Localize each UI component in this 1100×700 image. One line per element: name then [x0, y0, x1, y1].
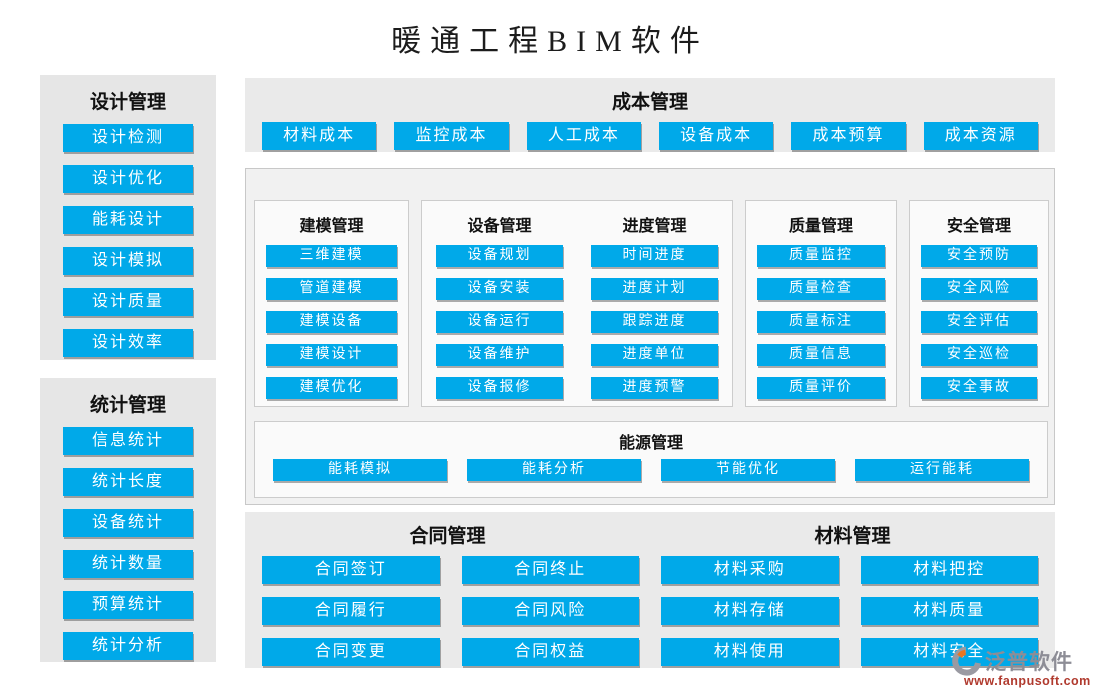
stats-button[interactable]: 统计数量 [63, 550, 193, 578]
equipment-progress-box: 设备管理 设备规划 设备安装 设备运行 设备维护 设备报修 进度管理 时间进度 … [421, 200, 733, 407]
stats-button[interactable]: 统计长度 [63, 468, 193, 496]
energy-button[interactable]: 能耗分析 [467, 459, 641, 481]
stats-button[interactable]: 统计分析 [63, 632, 193, 660]
modeling-button[interactable]: 建模优化 [266, 377, 397, 399]
cost-management-panel: 成本管理 材料成本 监控成本 人工成本 设备成本 成本预算 成本资源 [245, 78, 1055, 152]
energy-button[interactable]: 能耗模拟 [273, 459, 447, 481]
quality-button[interactable]: 质量监控 [757, 245, 885, 267]
quality-title: 质量管理 [788, 218, 853, 235]
progress-title: 进度管理 [622, 218, 687, 235]
energy-management-box: 能源管理 能耗模拟 能耗分析 节能优化 运行能耗 [254, 421, 1048, 498]
stats-button[interactable]: 设备统计 [63, 509, 193, 537]
material-button[interactable]: 材料采购 [661, 556, 839, 584]
page-title: 暖通工程BIM软件 [391, 25, 709, 58]
fanpu-logo-icon [952, 646, 982, 676]
quality-management-box: 质量管理 质量监控 质量检查 质量标注 质量信息 质量评价 [745, 200, 897, 407]
cost-button[interactable]: 成本预算 [791, 122, 906, 150]
equipment-button[interactable]: 设备安装 [436, 278, 563, 300]
energy-title: 能源管理 [618, 435, 683, 452]
design-button[interactable]: 设计效率 [63, 329, 193, 357]
vendor-url: www.fanpusoft.com [964, 674, 1091, 688]
quality-button[interactable]: 质量检查 [757, 278, 885, 300]
equipment-title: 设备管理 [467, 218, 532, 235]
safety-title: 安全管理 [946, 218, 1011, 235]
material-button[interactable]: 材料存储 [661, 597, 839, 625]
contract-button[interactable]: 合同履行 [262, 597, 440, 625]
contract-button[interactable]: 合同风险 [461, 597, 639, 625]
energy-button-row: 能耗模拟 能耗分析 节能优化 运行能耗 [255, 451, 1047, 481]
contract-title: 合同管理 [409, 526, 486, 547]
progress-button[interactable]: 进度计划 [591, 278, 718, 300]
quality-button[interactable]: 质量标注 [757, 311, 885, 333]
design-button[interactable]: 能耗设计 [63, 206, 193, 234]
safety-button[interactable]: 安全预防 [921, 245, 1037, 267]
design-button[interactable]: 设计优化 [63, 165, 193, 193]
material-title: 材料管理 [814, 526, 891, 547]
cost-button[interactable]: 成本资源 [923, 122, 1038, 150]
cost-panel-title: 成本管理 [611, 92, 688, 113]
safety-button[interactable]: 安全事故 [921, 377, 1037, 399]
modeling-management-box: 建模管理 三维建模 管道建模 建模设备 建模设计 建模优化 [254, 200, 409, 407]
modeling-button[interactable]: 管道建模 [266, 278, 397, 300]
progress-button[interactable]: 进度预警 [591, 377, 718, 399]
modeling-title: 建模管理 [299, 218, 364, 235]
stats-panel-title: 统计管理 [89, 395, 166, 416]
design-panel-title: 设计管理 [89, 92, 166, 113]
modeling-button[interactable]: 三维建模 [266, 245, 397, 267]
modeling-button[interactable]: 建模设计 [266, 344, 397, 366]
cost-button[interactable]: 设备成本 [658, 122, 774, 150]
material-button[interactable]: 材料使用 [661, 638, 839, 666]
cost-button[interactable]: 监控成本 [394, 122, 509, 150]
equipment-button[interactable]: 设备规划 [436, 245, 563, 267]
material-button[interactable]: 材料质量 [860, 597, 1038, 625]
progress-management-column: 进度管理 时间进度 进度计划 跟踪进度 进度单位 进度预警 [577, 201, 732, 406]
core-modules-container: 建模管理 三维建模 管道建模 建模设备 建模设计 建模优化 设备管理 设备规划 … [245, 168, 1055, 505]
progress-button[interactable]: 进度单位 [591, 344, 718, 366]
contract-button[interactable]: 合同签订 [262, 556, 440, 584]
quality-button[interactable]: 质量评价 [757, 377, 885, 399]
energy-button[interactable]: 运行能耗 [855, 459, 1029, 481]
contract-button[interactable]: 合同权益 [461, 638, 639, 666]
modeling-button[interactable]: 建模设备 [266, 311, 397, 333]
cost-button[interactable]: 人工成本 [526, 122, 641, 150]
stats-button[interactable]: 预算统计 [63, 591, 193, 619]
design-button[interactable]: 设计质量 [63, 288, 193, 316]
equipment-button[interactable]: 设备报修 [436, 377, 563, 399]
contract-button[interactable]: 合同终止 [461, 556, 639, 584]
bottom-panel-headers: 合同管理 材料管理 [245, 512, 1055, 548]
contract-button[interactable]: 合同变更 [262, 638, 440, 666]
quality-button[interactable]: 质量信息 [757, 344, 885, 366]
contract-material-panel: 合同管理 材料管理 合同签订 合同终止 材料采购 材料把控 合同履行 合同风险 … [245, 512, 1055, 668]
safety-management-box: 安全管理 安全预防 安全风险 安全评估 安全巡检 安全事故 [909, 200, 1049, 407]
bottom-button-grid: 合同签订 合同终止 材料采购 材料把控 合同履行 合同风险 材料存储 材料质量 … [245, 548, 1055, 666]
stats-button[interactable]: 信息统计 [63, 427, 193, 455]
progress-button[interactable]: 跟踪进度 [591, 311, 718, 333]
design-button[interactable]: 设计检测 [63, 124, 193, 152]
design-button[interactable]: 设计模拟 [63, 247, 193, 275]
equipment-button[interactable]: 设备运行 [436, 311, 563, 333]
design-management-panel: 设计管理 设计检测 设计优化 能耗设计 设计模拟 设计质量 设计效率 [40, 75, 216, 360]
vendor-name: 泛普软件 [985, 651, 1073, 674]
material-button[interactable]: 材料把控 [860, 556, 1038, 584]
cost-button-row: 材料成本 监控成本 人工成本 设备成本 成本预算 成本资源 [245, 114, 1055, 150]
safety-button[interactable]: 安全评估 [921, 311, 1037, 333]
cost-button[interactable]: 材料成本 [262, 122, 377, 150]
vendor-watermark: 泛普软件 www.fanpusoft.com [952, 646, 1100, 688]
equipment-button[interactable]: 设备维护 [436, 344, 563, 366]
safety-button[interactable]: 安全风险 [921, 278, 1037, 300]
statistics-management-panel: 统计管理 信息统计 统计长度 设备统计 统计数量 预算统计 统计分析 [40, 378, 216, 662]
energy-button[interactable]: 节能优化 [661, 459, 835, 481]
safety-button[interactable]: 安全巡检 [921, 344, 1037, 366]
material-button[interactable]: 材料安全 [860, 638, 1038, 666]
equipment-management-column: 设备管理 设备规划 设备安装 设备运行 设备维护 设备报修 [422, 201, 577, 406]
progress-button[interactable]: 时间进度 [591, 245, 718, 267]
